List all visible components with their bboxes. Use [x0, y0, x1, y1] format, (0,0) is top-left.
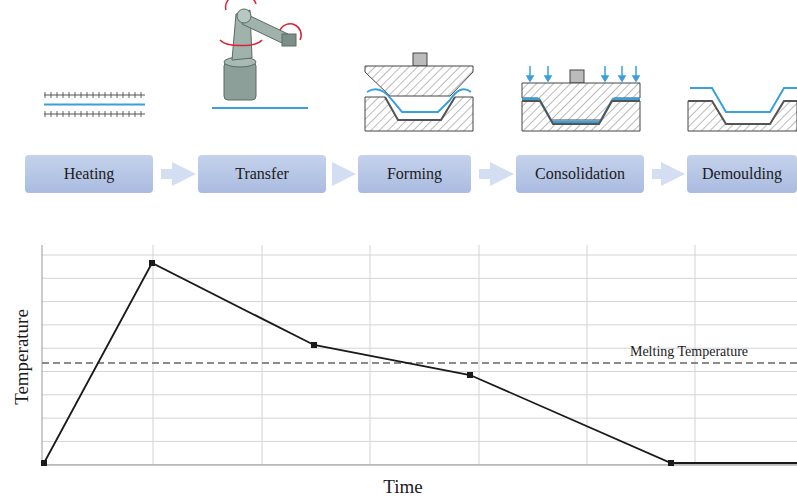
temperature-chart [41, 245, 797, 466]
reference-line-label: Melting Temperature [630, 344, 748, 360]
step-label: Consolidation [529, 165, 631, 183]
step-label: Transfer [229, 165, 295, 183]
robot-arm [212, 0, 308, 108]
step-label: Forming [381, 165, 448, 183]
flow-arrow [334, 169, 344, 179]
consolidation-mould [522, 66, 640, 131]
flow-arrow [161, 169, 184, 179]
process-box: Forming [358, 155, 471, 193]
process-box: Transfer [198, 155, 326, 193]
forming-mould [365, 53, 473, 131]
step-label: Demoulding [696, 165, 788, 183]
flow-arrow [652, 169, 673, 179]
heater [44, 92, 145, 117]
process-box: Demoulding [687, 155, 797, 193]
process-box: Consolidation [516, 155, 644, 193]
flow-arrow [479, 169, 502, 179]
process-box: Heating [25, 155, 153, 193]
axis-title: Temperature [11, 309, 33, 405]
axis-title: Time [383, 476, 422, 498]
step-label: Heating [58, 165, 121, 183]
demoulding-part [688, 88, 797, 131]
